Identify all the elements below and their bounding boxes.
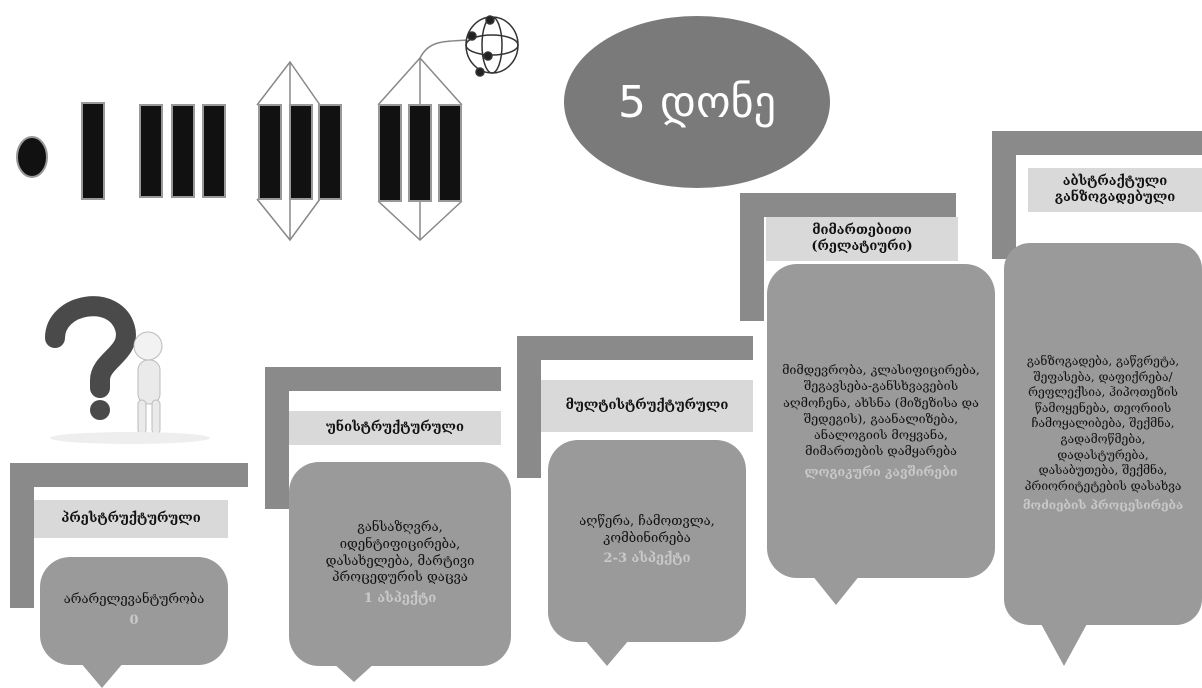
stage-3-description: აღწერა, ჩამოთვლა, კომბინირება (579, 513, 715, 546)
stage-4-description: მიმდევრობა, კლასიფიცირება, შეგავსება-გან… (782, 362, 980, 459)
stage-5-top-bar (992, 131, 1202, 155)
stage-2-description: განსაზღვრა, იდენტიფიცირება, დასახელება, … (325, 519, 475, 586)
unistructural-bar-icon (81, 102, 105, 200)
stage-2-note: 1 ასპექტი (363, 591, 437, 607)
stage-2-box: განსაზღვრა, იდენტიფიცირება, დასახელება, … (289, 462, 511, 666)
stage-5-label: აბსტრაქტული განზოგადებული (1028, 168, 1202, 212)
stage-1-label: პრესტრუქტურული (34, 500, 228, 538)
level-oval: 5 დონე (564, 16, 830, 188)
stage-2-top-bar (265, 367, 501, 391)
stage-4-side-bar (740, 193, 764, 321)
stage-1-description: არარელევანტურობა (63, 592, 205, 608)
stage-1-top-bar (10, 463, 248, 487)
orbit-sphere-icon (465, 15, 519, 77)
stage-3-note: 2-3 ასპექტი (603, 551, 691, 567)
stage-5-note: მოძიების პროცესირება (1022, 498, 1184, 513)
stage-2-tail (332, 662, 376, 682)
stage-4-tail (812, 575, 860, 605)
stage-5-side-bar (992, 131, 1016, 259)
stage-3-tail (585, 640, 629, 666)
prestructural-dot-icon (16, 136, 48, 178)
stage-3-top-bar (517, 336, 753, 360)
stage-5-tail (1040, 622, 1088, 666)
stage-2-label: უნისტრუქტურული (289, 411, 501, 445)
stage-4-note: ლოგიკური კავშირები (804, 463, 958, 479)
stage-3-box: აღწერა, ჩამოთვლა, კომბინირება 2-3 ასპექტ… (548, 440, 746, 642)
stage-3-label: მულტისტრუქტურული (541, 380, 753, 432)
stage-1-box: არარელევანტურობა 0 (40, 557, 228, 665)
level-title: 5 დონე (618, 76, 776, 128)
stage-4-top-bar (740, 193, 956, 217)
extended-abstract-bars-icon (377, 39, 467, 242)
stage-2-side-bar (265, 367, 289, 509)
stage-1-side-bar (10, 463, 34, 608)
stage-5-box: განზოგადება, გაწვრეტა, შეფასება, დაფიქრე… (1004, 243, 1202, 625)
stage-1-tail (80, 662, 124, 688)
stage-4-box: მიმდევრობა, კლასიფიცირება, შეგავსება-გან… (767, 264, 995, 578)
multistructural-bars-icon (139, 104, 226, 198)
stage-1-note: 0 (129, 613, 139, 628)
stage-4-label: მიმართებითი (რელატიური) (766, 217, 958, 261)
relational-linked-bars-icon (256, 60, 342, 242)
stage-3-side-bar (517, 336, 541, 478)
question-mark-figure-icon (45, 296, 210, 444)
solo-symbols-diagram (16, 15, 519, 242)
stage-5-description: განზოგადება, გაწვრეტა, შეფასება, დაფიქრე… (1024, 354, 1182, 493)
